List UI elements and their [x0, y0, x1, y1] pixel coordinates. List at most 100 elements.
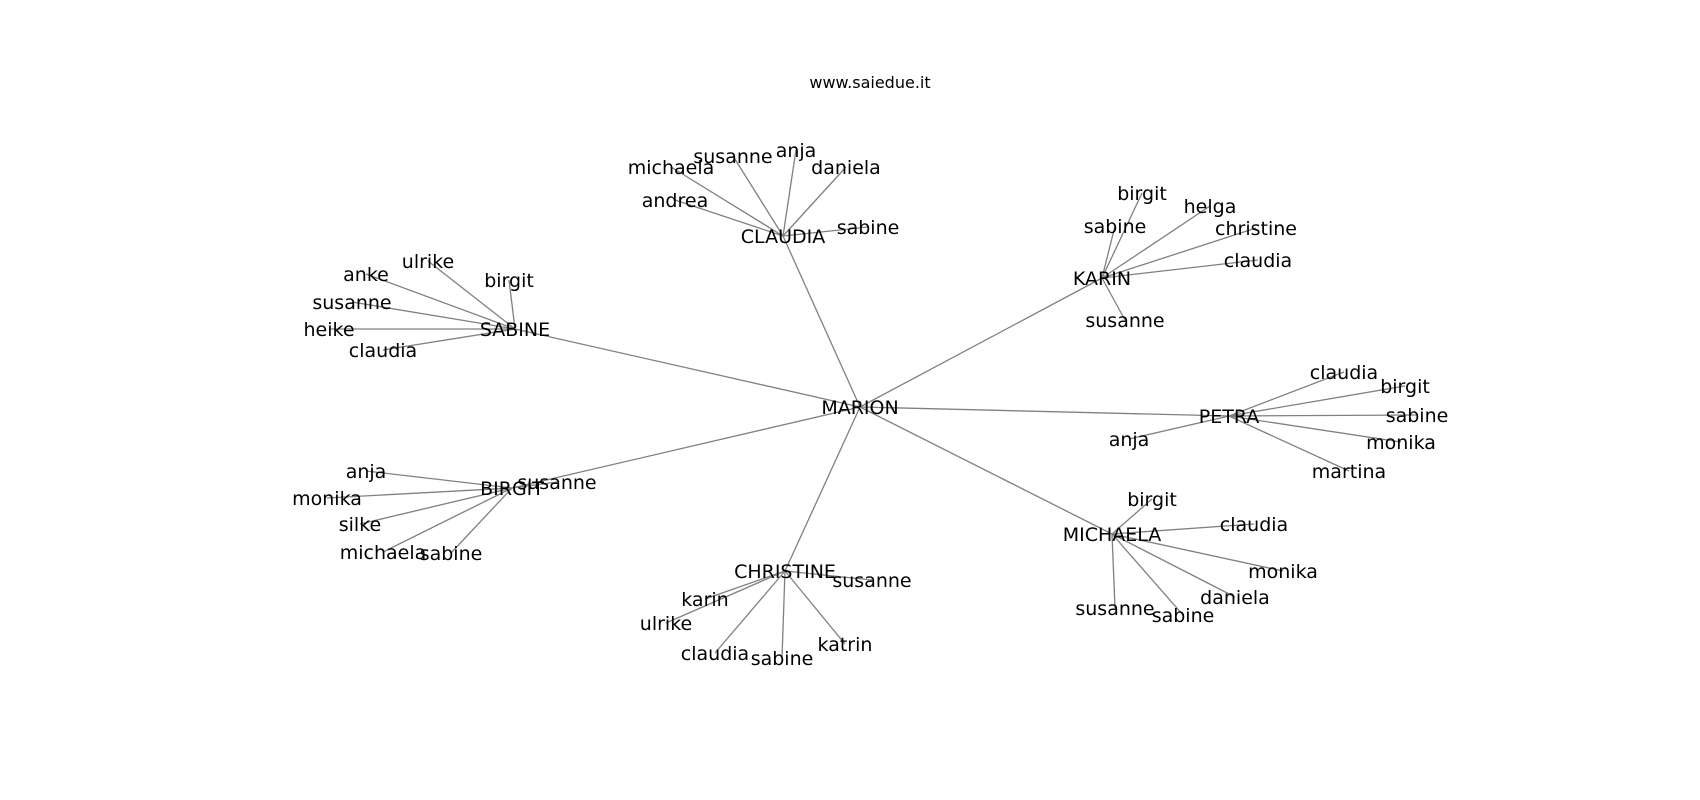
node-leaf-karin-sabine: sabine: [1084, 216, 1147, 238]
edge-karin-helga: [1101, 205, 1211, 279]
edge-karin-birgit: [1101, 192, 1143, 279]
node-leaf-birgit-susanne: susanne: [517, 472, 596, 494]
edge-petra-claudia: [1228, 371, 1345, 417]
edge-sabine-ulrike: [427, 260, 516, 330]
node-leaf-petra-birgit: birgit: [1380, 376, 1430, 398]
node-leaf-michaela-susanne: susanne: [1075, 598, 1154, 620]
node-leaf-petra-monika: monika: [1366, 432, 1436, 454]
edge-sabine-anke: [365, 273, 516, 330]
edge-petra-martina: [1228, 415, 1350, 472]
edge-michaela-susanne: [1111, 533, 1116, 609]
edge-petra-birgit: [1228, 385, 1406, 417]
node-leaf-claudia-andrea: andrea: [642, 190, 708, 212]
node-leaf-christine-ulrike: ulrike: [640, 613, 692, 635]
edge-center-birgit: [511, 406, 861, 489]
node-leaf-christine-katrin: katrin: [818, 634, 873, 656]
node-leaf-karin-susanne: susanne: [1085, 310, 1164, 332]
node-leaf-birgit-silke: silke: [339, 514, 381, 536]
edge-claudia-andrea: [674, 199, 784, 237]
node-hub-michaela: MICHAELA: [1063, 524, 1162, 546]
node-leaf-michaela-daniela: daniela: [1200, 587, 1270, 609]
edges: [326, 149, 1418, 659]
edge-christine-claudia: [714, 570, 786, 654]
node-leaf-michaela-sabine: sabine: [1152, 605, 1215, 627]
edge-center-michaela: [859, 406, 1113, 535]
edge-christine-sabine: [781, 570, 786, 659]
edge-karin-christine: [1101, 227, 1257, 279]
node-leaf-michaela-monika: monika: [1248, 561, 1318, 583]
edge-karin-sabine: [1101, 225, 1116, 279]
edge-christine-katrin: [784, 570, 846, 645]
node-leaf-birgit-monika: monika: [292, 488, 362, 510]
node-leaf-petra-martina: martina: [1312, 461, 1386, 483]
edge-claudia-daniela: [782, 166, 847, 237]
node-hub-karin: KARIN: [1073, 268, 1131, 290]
edge-petra-anja: [1128, 415, 1230, 440]
edge-birgit-silke: [359, 487, 513, 525]
node-leaf-christine-karin: karin: [681, 589, 728, 611]
node-leaf-christine-susanne: susanne: [832, 570, 911, 592]
node-leaf-sabine-birgit: birgit: [484, 270, 534, 292]
edge-center-claudia: [782, 235, 861, 408]
edge-michaela-sabine: [1111, 533, 1184, 616]
edge-christine-ulrike: [665, 570, 786, 624]
node-leaf-sabine-anke: anke: [343, 264, 389, 286]
edge-michaela-claudia: [1111, 523, 1255, 535]
node-leaf-petra-anja: anja: [1109, 429, 1150, 451]
edge-christine-susanne: [784, 570, 873, 581]
edge-birgit-susanne: [511, 481, 558, 489]
node-center-marion: MARION: [821, 397, 898, 419]
edge-sabine-birgit: [508, 279, 516, 330]
node-leaf-claudia-susanne: susanne: [693, 146, 772, 168]
edge-michaela-monika: [1111, 533, 1284, 572]
edge-claudia-anja: [782, 149, 797, 237]
node-leaf-birgit-anja: anja: [346, 461, 387, 483]
edge-center-petra: [859, 406, 1230, 417]
node-leaf-sabine-claudia: claudia: [349, 340, 417, 362]
node-hub-petra: PETRA: [1199, 406, 1260, 428]
edge-birgit-sabine: [450, 487, 513, 554]
edge-claudia-sabine: [782, 226, 869, 237]
node-leaf-sabine-susanne: susanne: [312, 292, 391, 314]
node-leaf-petra-claudia: claudia: [1310, 362, 1378, 384]
node-leaf-sabine-ulrike: ulrike: [402, 251, 454, 273]
edge-sabine-susanne: [351, 301, 516, 330]
node-leaf-claudia-daniela: daniela: [811, 157, 881, 179]
edge-birgit-monika: [326, 487, 513, 499]
node-hub-birgit: BIRGIT: [480, 478, 544, 500]
node-leaf-christine-sabine: sabine: [751, 648, 814, 670]
node-leaf-petra-sabine: sabine: [1386, 405, 1449, 427]
edge-claudia-michaela: [670, 166, 784, 237]
edge-claudia-susanne: [732, 155, 784, 237]
edge-center-sabine: [514, 328, 861, 408]
node-hub-sabine: SABINE: [480, 319, 550, 341]
node-leaf-michaela-claudia: claudia: [1220, 514, 1288, 536]
node-leaf-christine-claudia: claudia: [681, 643, 749, 665]
edge-center-karin: [859, 277, 1103, 408]
node-leaf-karin-claudia: claudia: [1224, 250, 1292, 272]
node-leaf-claudia-michaela: michaela: [628, 157, 715, 179]
edge-michaela-birgit: [1111, 498, 1153, 535]
caption-text: www.saiedue.it: [809, 73, 930, 92]
edge-christine-karin: [704, 570, 786, 600]
node-leaf-birgit-sabine: sabine: [420, 543, 483, 565]
edge-sabine-claudia: [382, 328, 516, 351]
edge-birgit-michaela: [382, 487, 513, 553]
edge-birgit-anja: [365, 470, 513, 489]
edge-center-christine: [784, 406, 861, 572]
edge-karin-claudia: [1101, 259, 1259, 279]
node-leaf-birgit-michaela: michaela: [340, 542, 427, 564]
node-leaf-claudia-sabine: sabine: [837, 217, 900, 239]
node-leaf-karin-birgit: birgit: [1117, 183, 1167, 205]
node-hub-claudia: CLAUDIA: [741, 226, 825, 248]
node-hub-christine: CHRISTINE: [734, 561, 836, 583]
node-leaf-karin-helga: helga: [1184, 196, 1237, 218]
node-leaf-claudia-anja: anja: [776, 140, 817, 162]
node-leaf-michaela-birgit: birgit: [1127, 489, 1177, 511]
edge-karin-susanne: [1101, 277, 1126, 321]
edge-petra-monika: [1228, 415, 1402, 443]
edge-michaela-daniela: [1111, 533, 1236, 598]
node-leaf-karin-christine: christine: [1215, 218, 1297, 240]
